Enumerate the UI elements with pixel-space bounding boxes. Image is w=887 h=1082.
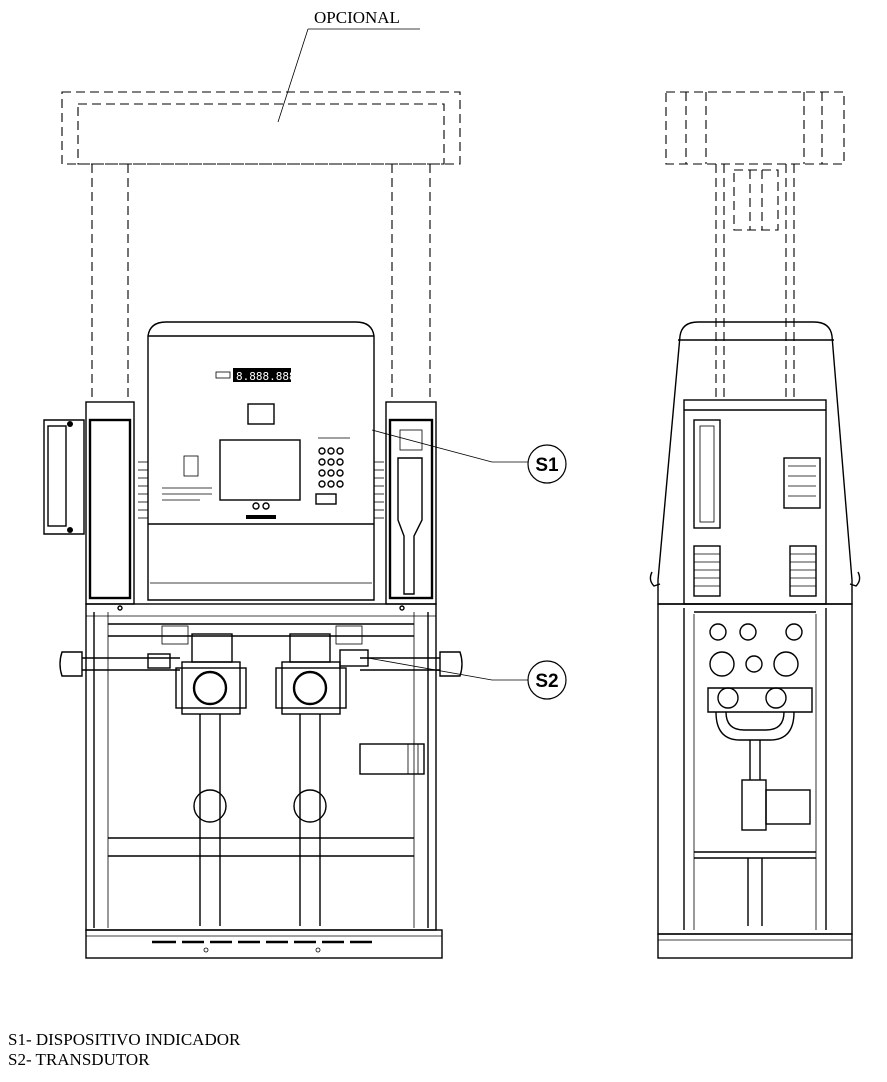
vent-grille-right — [374, 461, 384, 519]
side-view — [649, 321, 861, 959]
optional-label: OPCIONAL — [314, 8, 400, 27]
callout-s2-label: S2 — [535, 671, 558, 692]
optional-leader — [277, 28, 420, 123]
vent-grille-left — [138, 461, 148, 519]
screen — [219, 439, 301, 501]
front-view: 8.888.888 — [43, 321, 463, 959]
display-readout: 8.888.888 — [236, 370, 296, 383]
callout-s2: S2 — [367, 657, 567, 700]
legend-item-s2: S2- TRANSDUTOR — [8, 1050, 150, 1069]
optional-canopy-front — [61, 91, 461, 400]
callout-s1-label: S1 — [535, 455, 559, 476]
keypad — [315, 437, 350, 505]
meter-right — [275, 625, 369, 926]
volume-display: 8.888.888 — [215, 368, 296, 383]
optional-canopy-side — [665, 91, 845, 400]
legend-item-s1: S1- DISPOSITIVO INDICADOR — [8, 1030, 241, 1049]
callout-s1: S1 — [371, 429, 567, 484]
meter-left — [147, 625, 247, 926]
